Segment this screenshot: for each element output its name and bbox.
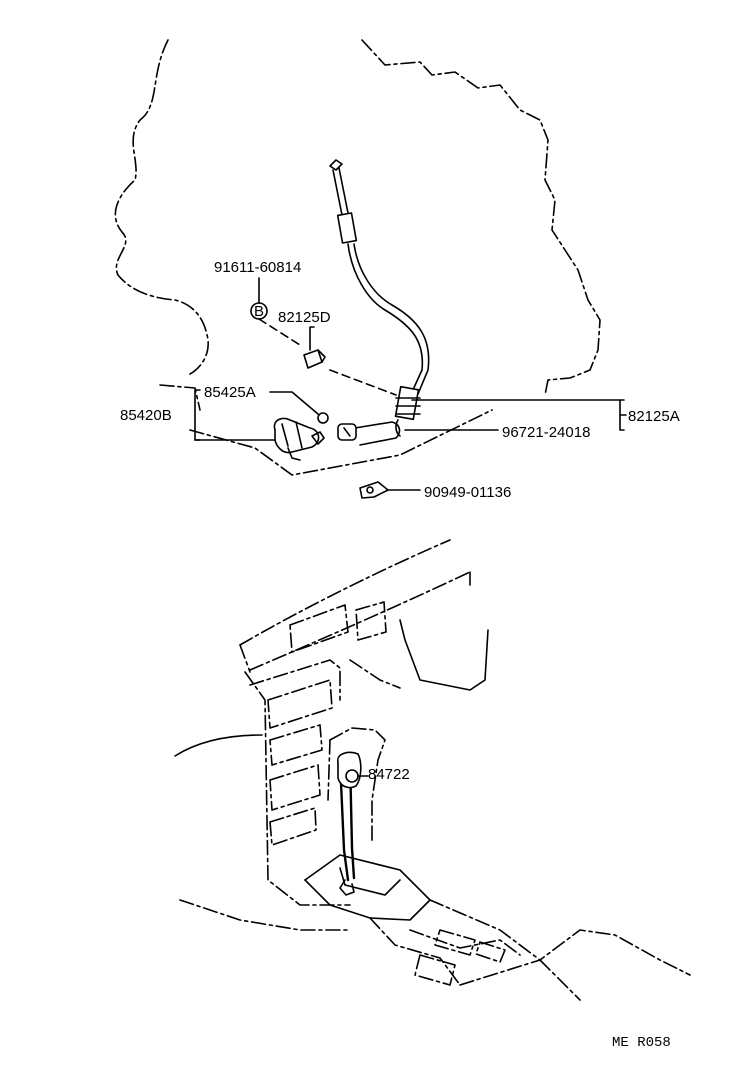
label-91611-60814: 91611-60814 [214, 259, 301, 276]
bolt-symbol-letter: B [254, 303, 264, 320]
label-85420b: 85420B [120, 407, 172, 424]
speedometer-cable [329, 159, 430, 437]
label-82125a: 82125A [628, 408, 680, 425]
interior-console-outline [174, 539, 691, 1001]
bolt-symbol: B [250, 302, 268, 320]
label-82125d: 82125D [278, 309, 331, 326]
bracket-82125d [303, 349, 326, 369]
clamp-90949 [359, 481, 389, 499]
diagram-code: ME R058 [612, 1035, 671, 1051]
label-96721-24018: 96721-24018 [502, 424, 590, 441]
transmission-housing-outline [114, 39, 601, 476]
label-85425a: 85425A [204, 384, 256, 401]
wire-harness [273, 412, 401, 461]
shift-lever [327, 727, 386, 896]
top-leader-lines [194, 277, 627, 491]
label-90949-01136: 90949-01136 [424, 484, 511, 501]
label-84722: 84722 [368, 766, 410, 783]
